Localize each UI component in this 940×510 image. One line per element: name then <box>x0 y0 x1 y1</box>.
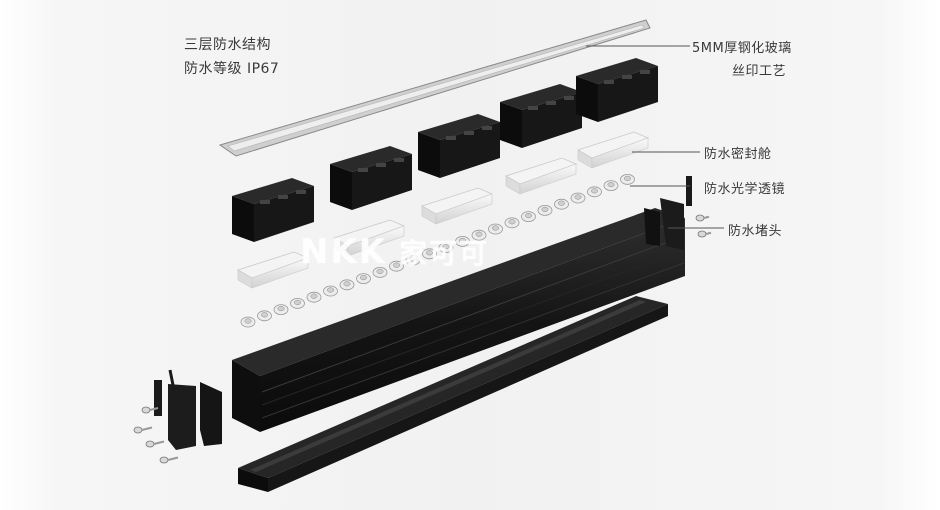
optical-bead <box>389 260 404 272</box>
main-housing <box>232 208 685 432</box>
screw <box>141 406 159 414</box>
screw <box>695 214 710 222</box>
lens-block <box>577 131 650 169</box>
optical-bead <box>306 291 322 303</box>
lens-block <box>333 219 406 257</box>
module-block <box>500 84 582 148</box>
optical-bead <box>422 248 437 260</box>
callout-glass-line-1: 5MM厚钢化玻璃 <box>692 41 792 56</box>
optical-bead <box>603 180 619 192</box>
callout-optical-lens: 防水光学透镜 <box>704 182 786 197</box>
optical-bead <box>323 285 338 297</box>
optical-bead <box>570 192 586 204</box>
screw-group-left <box>133 406 179 464</box>
optical-bead <box>339 279 355 291</box>
optical-bead <box>455 235 470 247</box>
screw-group-right <box>695 214 712 238</box>
optical-bead <box>273 304 289 316</box>
header-line-2: 防水等级 IP67 <box>184 61 280 77</box>
lens-block <box>237 251 310 289</box>
screw <box>145 440 165 448</box>
screw <box>133 426 153 434</box>
screw <box>697 230 712 238</box>
callout-end-cap: 防水堵头 <box>728 224 783 239</box>
optical-bead <box>554 198 569 210</box>
tempered-glass-panel <box>218 19 651 157</box>
module-block <box>576 58 658 122</box>
optical-bead-row <box>240 173 635 328</box>
watermark-brand: NKK <box>300 232 388 272</box>
optical-bead <box>257 310 272 322</box>
brand-watermark: NKK 家可可 <box>300 232 489 272</box>
optical-bead <box>504 217 520 229</box>
lens-block <box>421 187 494 225</box>
optical-bead <box>587 186 602 198</box>
right-end-cap <box>644 176 692 250</box>
optical-bead <box>356 273 371 285</box>
module-block <box>330 146 412 210</box>
header-line-1: 三层防水结构 <box>184 37 271 53</box>
optical-bead <box>620 173 635 185</box>
screw <box>159 456 179 464</box>
callout-glass-line-2: 丝印工艺 <box>732 64 787 79</box>
optical-bead <box>405 254 421 266</box>
lens-block <box>505 157 578 195</box>
optical-bead <box>488 223 503 235</box>
optical-bead <box>290 297 305 309</box>
optical-bead <box>240 316 256 328</box>
optical-bead <box>438 242 454 254</box>
bottom-channel <box>238 296 668 492</box>
optical-bead <box>372 266 388 278</box>
leader-lines <box>586 45 724 229</box>
callout-sealed-cabin: 防水密封舱 <box>704 147 772 162</box>
module-row <box>232 58 658 242</box>
optical-bead <box>521 211 536 223</box>
watermark-chinese: 家可可 <box>399 237 490 270</box>
optical-bead <box>471 229 487 241</box>
lens-row <box>237 131 650 289</box>
module-block <box>418 114 500 178</box>
module-block <box>232 178 314 242</box>
left-end-cap <box>154 369 222 450</box>
optical-bead <box>537 204 553 216</box>
